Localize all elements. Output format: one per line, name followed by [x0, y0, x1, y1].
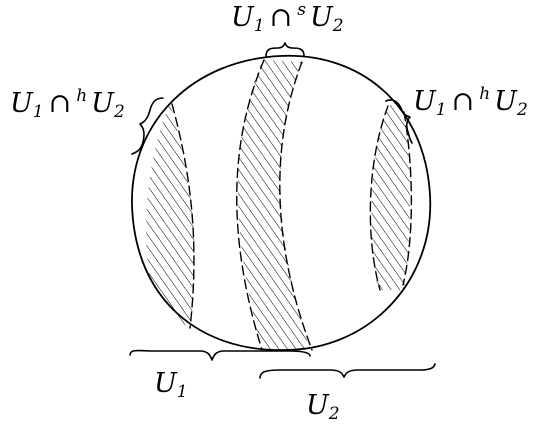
u2-brace — [259, 363, 436, 379]
top-overlap-brace — [265, 42, 305, 57]
left-strip-boundary — [171, 103, 195, 329]
sphere-outline — [131, 55, 432, 351]
middle-strip-right-boundary — [279, 61, 313, 351]
middle-strip-left-boundary — [236, 59, 265, 351]
label-u2: U2 — [306, 390, 340, 424]
label-u1: U1 — [154, 368, 188, 402]
left-overlap-hatching — [146, 103, 195, 330]
left-overlap-brace — [131, 97, 164, 155]
middle-overlap-hatching — [238, 60, 310, 350]
right-strip-left-boundary — [369, 105, 389, 291]
u1-brace — [129, 349, 311, 361]
right-overlap-brace — [385, 99, 413, 144]
right-strip-right-boundary — [402, 111, 413, 286]
